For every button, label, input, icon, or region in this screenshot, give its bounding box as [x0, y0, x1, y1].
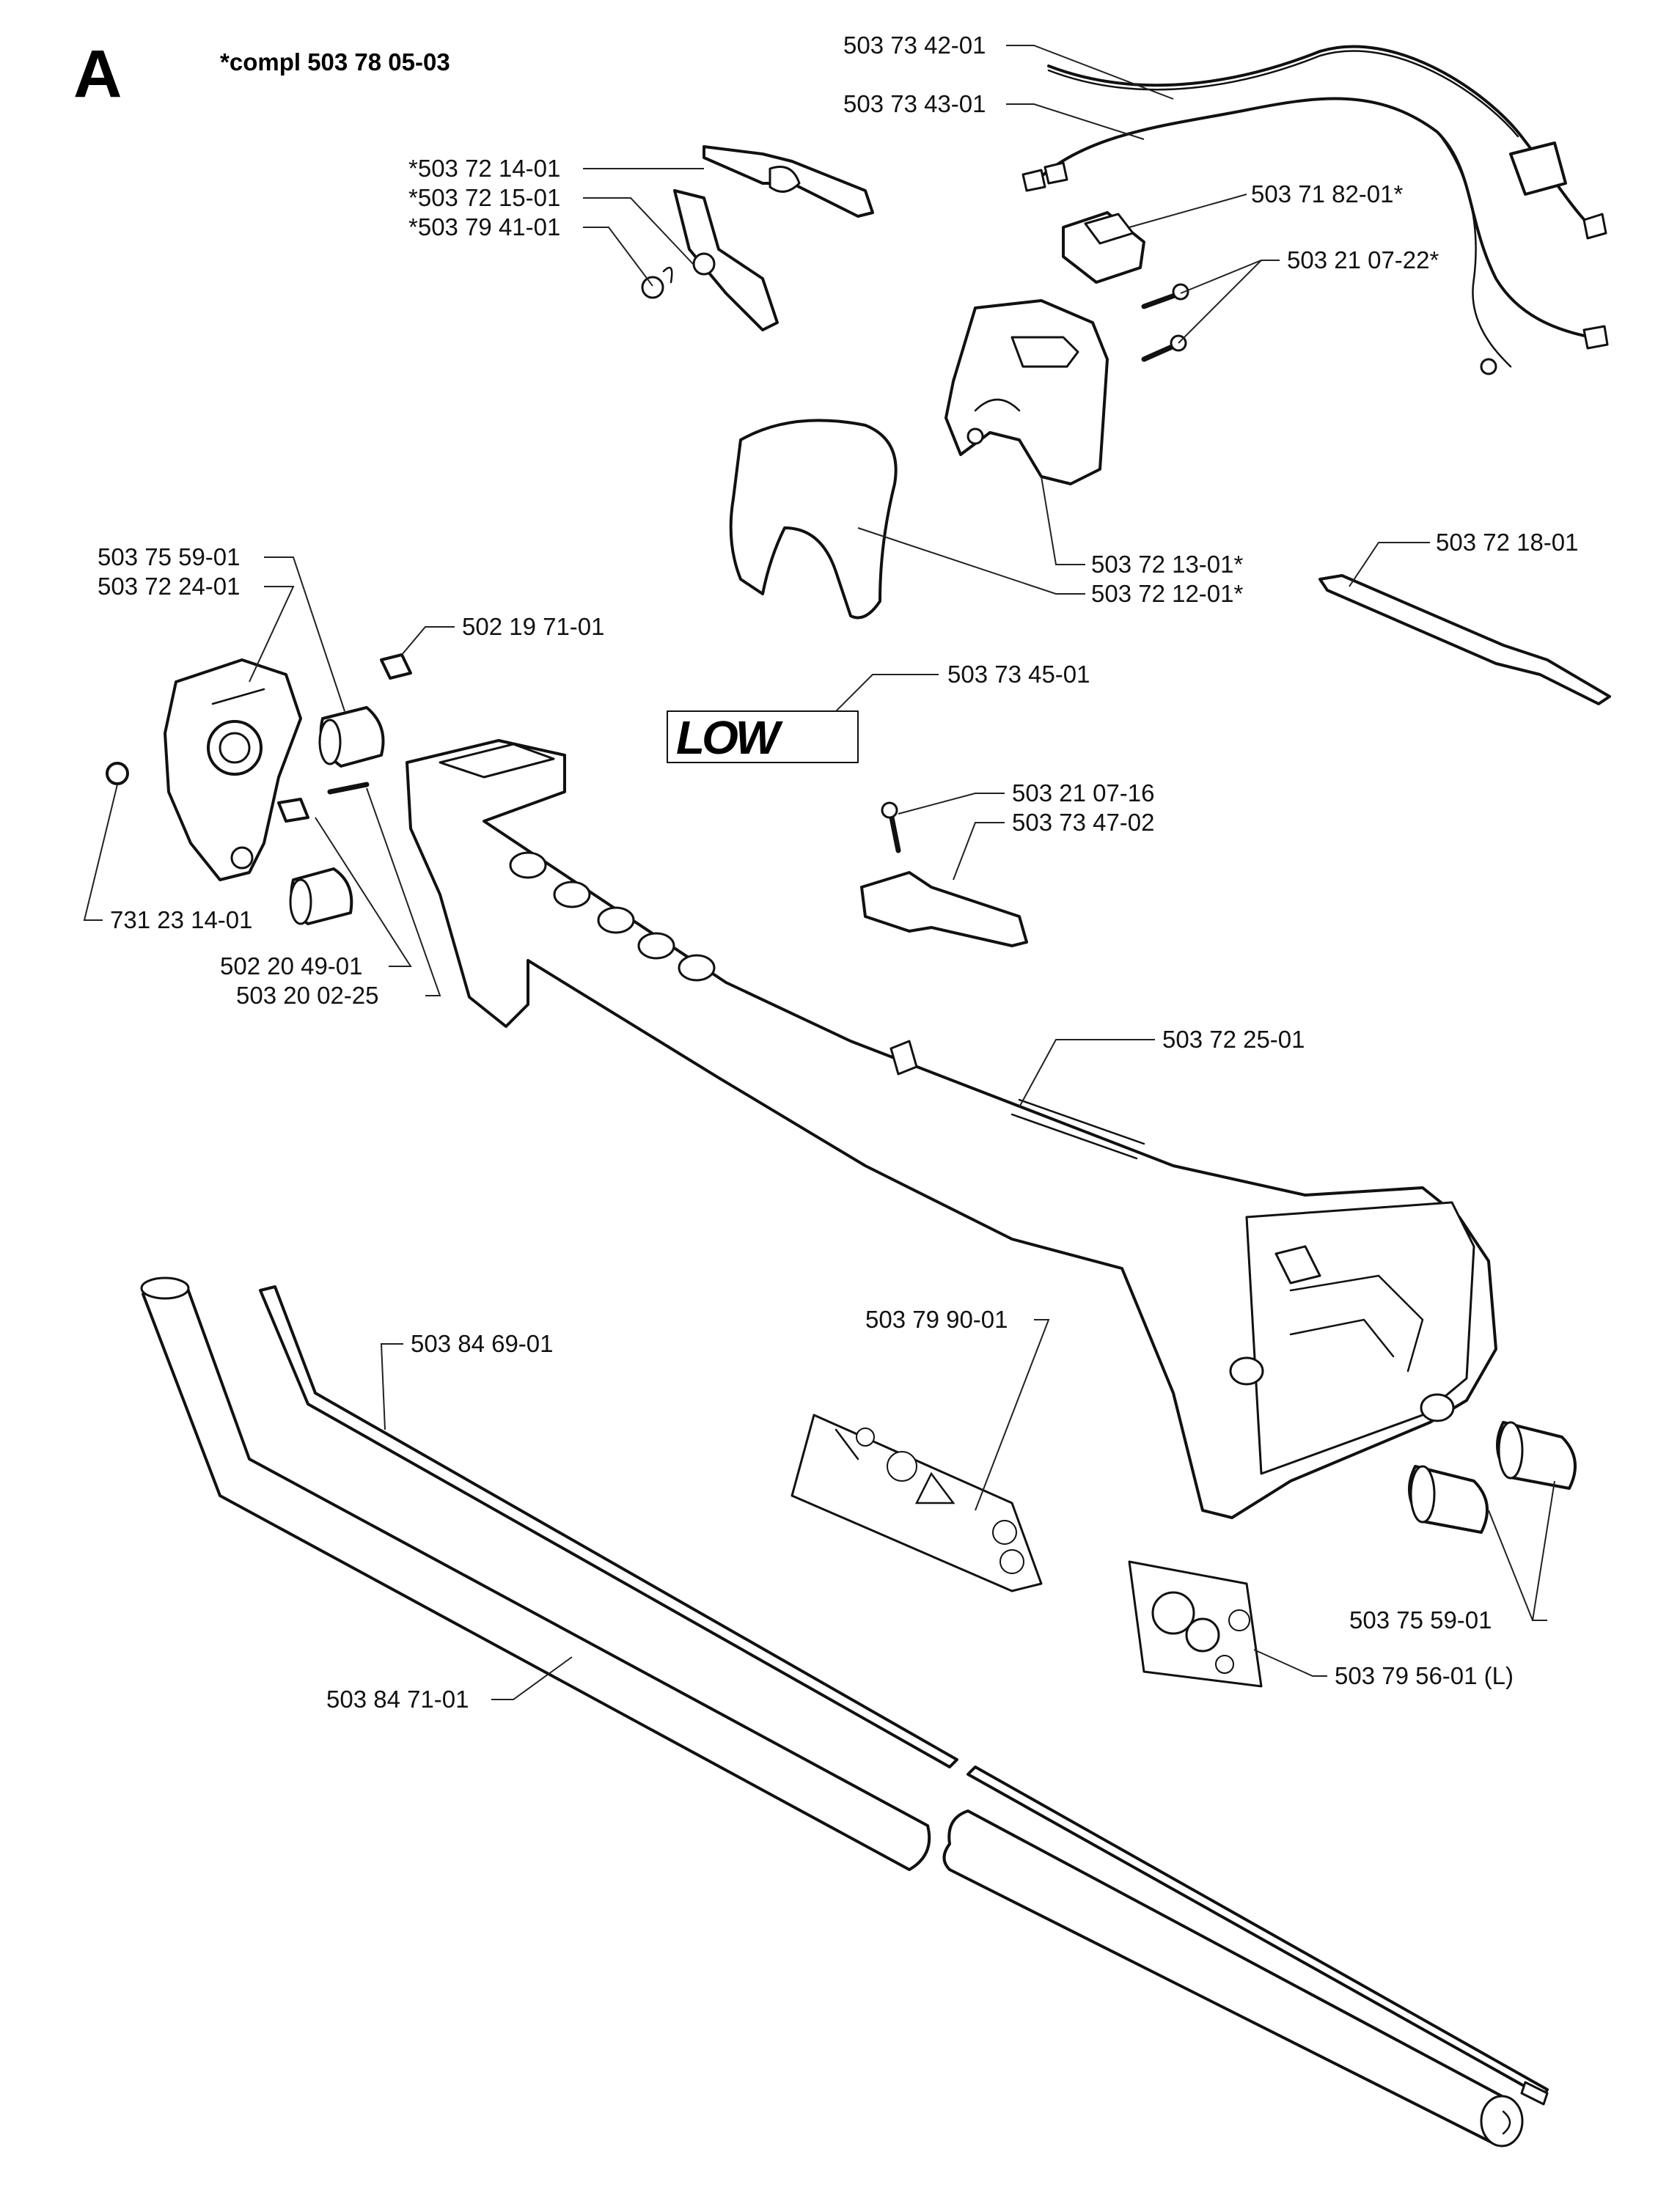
drive-shaft [259, 1285, 1549, 2106]
complete-assembly-ref: *compl 503 78 05-03 [220, 48, 450, 76]
section-letter: A [73, 37, 122, 111]
label-503847101: 503 84 71-01 [326, 1686, 469, 1713]
housing-screws [1141, 283, 1189, 362]
label-503795601: 503 79 56-01 (L) [1335, 1662, 1514, 1689]
label-502197101: 502 19 71-01 [462, 613, 605, 640]
spool-decal [1128, 1560, 1263, 1688]
shaft-tube [140, 1276, 1524, 2147]
label-503200225: 503 20 02-25 [236, 982, 379, 1009]
label-503721801: 503 72 18-01 [1436, 529, 1579, 556]
wiring-harness [1021, 45, 1609, 375]
handle-bracket [164, 658, 302, 881]
leader-lines [83, 45, 1555, 1700]
small-screw [888, 811, 901, 853]
label-503799001: 503 79 90-01 [865, 1306, 1008, 1333]
throttle-link [860, 871, 1028, 947]
square-nut [380, 653, 412, 680]
low-decal-text: LOW [676, 711, 783, 764]
clamp-clip [277, 798, 309, 823]
main-shaft-housing [406, 739, 1497, 1519]
label-503721501: *503 72 15-01 [408, 184, 560, 211]
label-503755901-top: 503 75 59-01 [98, 543, 241, 570]
label-731231401: 731 23 14-01 [110, 906, 253, 933]
throttle-trigger-set [641, 145, 874, 331]
label-503846901: 503 84 69-01 [411, 1330, 554, 1357]
control-rod [1318, 574, 1611, 705]
label-503734501: 503 73 45-01 [947, 661, 1090, 688]
stop-switch [1062, 211, 1145, 284]
label-503794101: *503 79 41-01 [408, 213, 560, 240]
label-503734301: 503 73 43-01 [843, 90, 986, 117]
label-502204901: 502 20 49-01 [220, 952, 363, 980]
hex-nut [106, 762, 129, 785]
label-503721301: 503 72 13-01* [1091, 551, 1244, 578]
label-503755901-bottom: 503 75 59-01 [1349, 1606, 1492, 1634]
end-caps-housing [1408, 1421, 1577, 1534]
label-503722401: 503 72 24-01 [98, 573, 241, 600]
bracket-screw [327, 782, 370, 795]
small-screw-head [881, 801, 898, 819]
low-decal: LOW [667, 710, 859, 764]
part-labels: 503 73 42-01 503 73 43-01 *503 72 14-01 … [98, 32, 1579, 1713]
warning-decal [791, 1414, 1043, 1592]
label-503721401: *503 72 14-01 [408, 155, 560, 182]
label-503210722: 503 21 07-22* [1287, 246, 1439, 273]
label-503734201: 503 73 42-01 [843, 32, 986, 59]
label-503722501: 503 72 25-01 [1162, 1026, 1305, 1053]
label-503210716: 503 21 07-16 [1012, 779, 1155, 806]
end-caps-bracket [289, 706, 385, 925]
label-503721201: 503 72 12-01* [1091, 580, 1244, 607]
handle-housing [729, 299, 1109, 620]
label-503718201: 503 71 82-01* [1251, 180, 1404, 207]
label-503734702: 503 73 47-02 [1012, 809, 1155, 836]
